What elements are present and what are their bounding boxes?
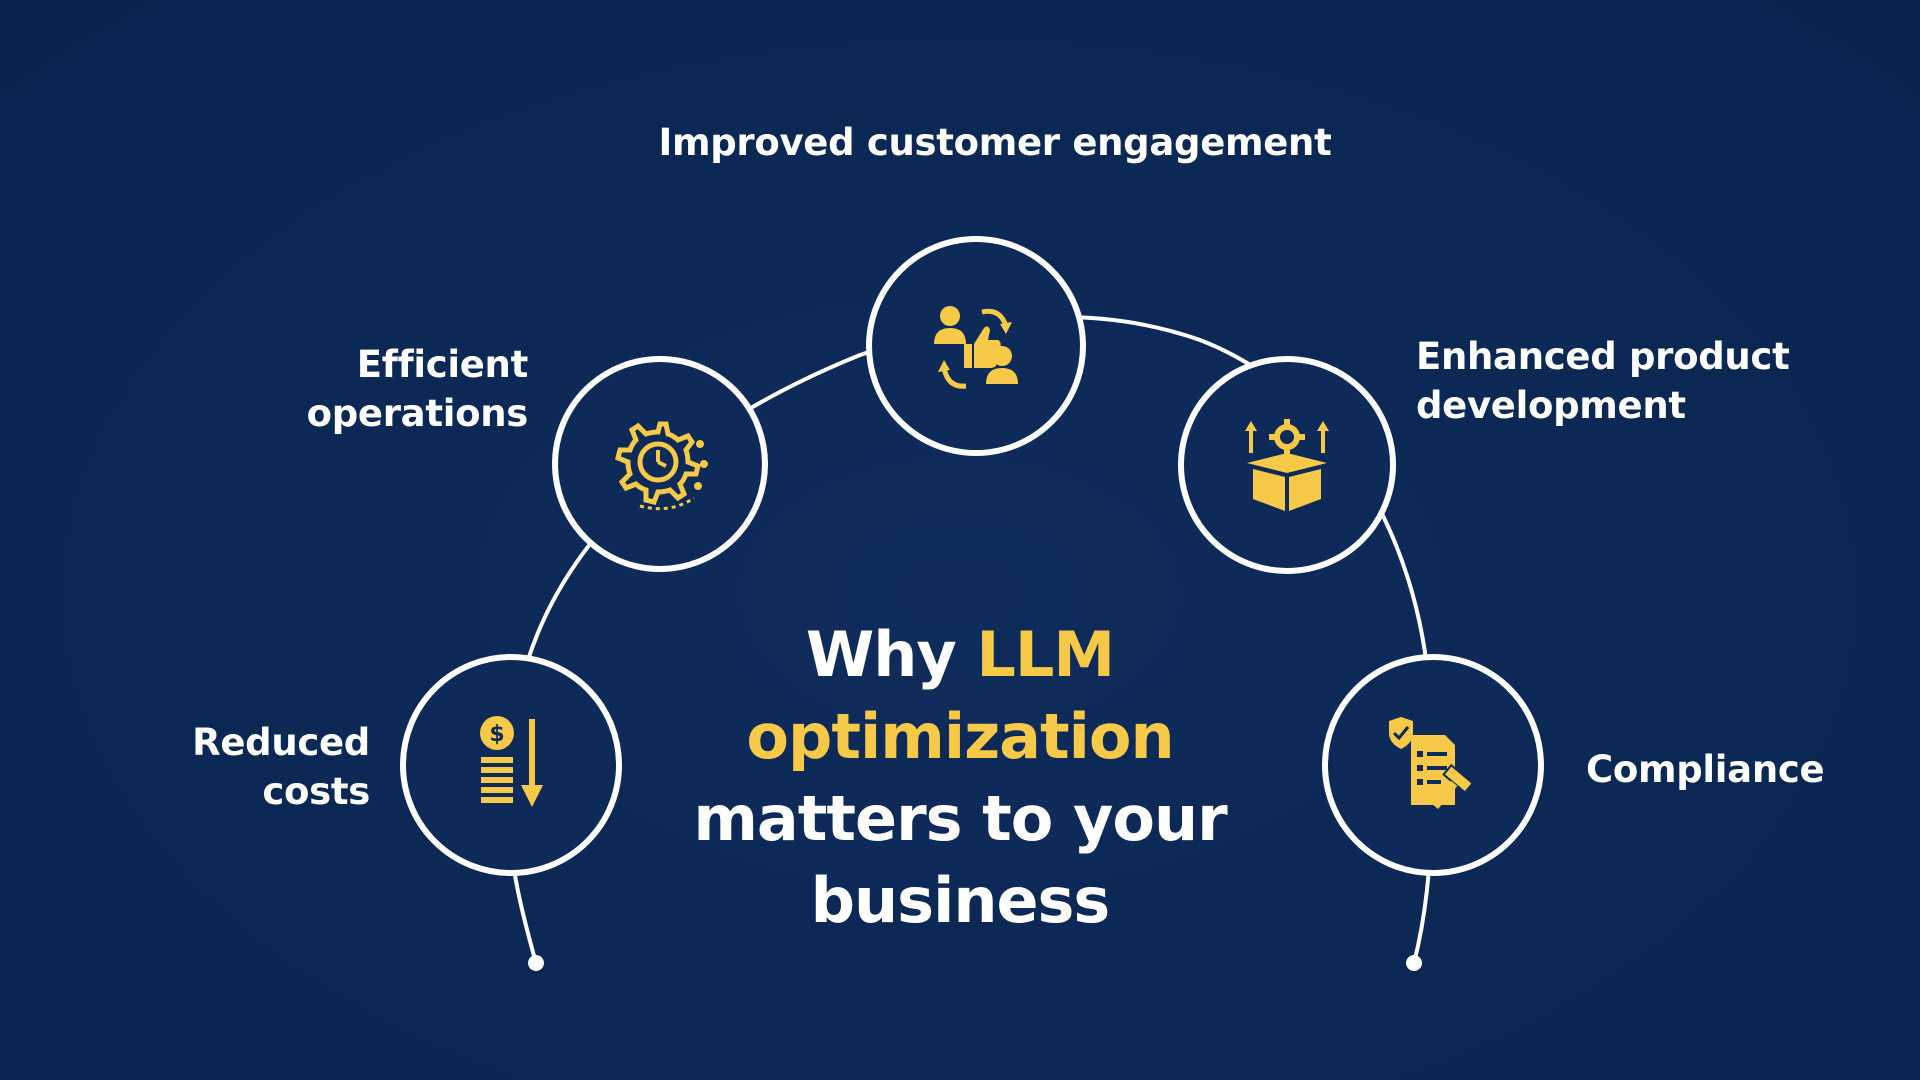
label-line: Improved customer engagement	[658, 121, 1332, 164]
label-efficient-operations: Efficient operations	[200, 340, 529, 438]
arc-end-dot-left	[528, 955, 544, 971]
label-compliance: Compliance	[1586, 745, 1886, 794]
headline-prefix: Why	[805, 618, 957, 691]
arc-end-dot-right	[1406, 955, 1422, 971]
product-box-gear-icon	[1245, 419, 1329, 511]
node-efficient-operations	[552, 356, 768, 572]
reduced-costs-coin-icon: $	[480, 716, 543, 807]
label-line: development	[1416, 384, 1686, 427]
headline-accent-optimization: optimization	[746, 700, 1174, 773]
label-line: costs	[262, 770, 370, 813]
label-product-development: Enhanced product development	[1416, 332, 1876, 430]
headline-line-1: Why LLM	[560, 614, 1360, 696]
node-customer-engagement	[866, 236, 1086, 456]
label-line: Reduced	[192, 721, 370, 764]
label-line: Enhanced product	[1416, 335, 1790, 378]
headline-line-3: matters to your	[693, 782, 1227, 855]
label-line: Efficient	[356, 343, 529, 386]
label-reduced-costs: Reduced costs	[60, 718, 370, 816]
headline-line-4: business	[810, 864, 1111, 937]
label-customer-engagement: Improved customer engagement	[620, 118, 1370, 167]
headline: Why LLM optimization matters to your bus…	[560, 614, 1360, 942]
compliance-document-gavel-icon	[1389, 717, 1475, 810]
svg-text:$: $	[489, 722, 504, 747]
node-reduced-costs: $	[400, 654, 622, 876]
node-compliance	[1322, 654, 1544, 876]
label-line: Compliance	[1586, 748, 1825, 791]
label-line: operations	[306, 392, 529, 435]
customer-engagement-icon	[934, 306, 1018, 389]
headline-accent-llm: LLM	[976, 618, 1115, 691]
node-product-development	[1178, 356, 1396, 574]
efficiency-gear-clock-icon	[615, 421, 708, 511]
